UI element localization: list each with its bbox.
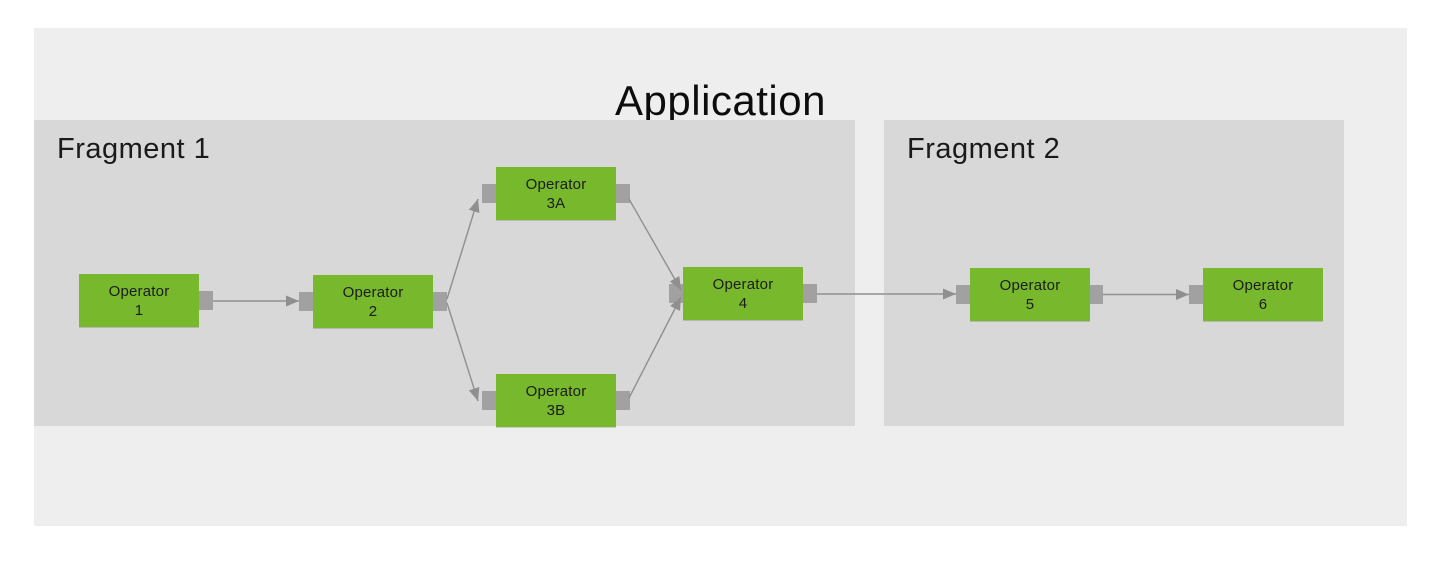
operator-3b-number: 3B <box>546 401 566 419</box>
fragment-2-label: Fragment 2 <box>907 133 1061 165</box>
operator-1-number: 1 <box>134 301 144 319</box>
operator-3a-node: Operator 3A <box>496 167 616 220</box>
operator-1-label: Operator <box>108 282 170 300</box>
operator-2-node: Operator 2 <box>313 275 433 328</box>
operator-3b-node: Operator 3B <box>496 374 616 427</box>
operator-5-node: Operator 5 <box>970 268 1090 321</box>
operator-5-label: Operator <box>999 276 1061 294</box>
operator-6-number: 6 <box>1258 295 1268 313</box>
operator-6-node: Operator 6 <box>1203 268 1323 321</box>
operator-3b-label: Operator <box>525 382 587 400</box>
operator-4-number: 4 <box>738 294 748 312</box>
operator-3a-label: Operator <box>525 175 587 193</box>
operator-5-number: 5 <box>1025 295 1035 313</box>
operator-4-node: Operator 4 <box>683 267 803 320</box>
operator-3a-number: 3A <box>546 194 566 212</box>
fragment-1-label: Fragment 1 <box>57 133 211 165</box>
application-title: Application <box>615 77 826 124</box>
operator-4-label: Operator <box>712 275 774 293</box>
operator-2-label: Operator <box>342 283 404 301</box>
operator-6-label: Operator <box>1232 276 1294 294</box>
operator-2-number: 2 <box>368 302 378 320</box>
operator-1-node: Operator 1 <box>79 274 199 327</box>
